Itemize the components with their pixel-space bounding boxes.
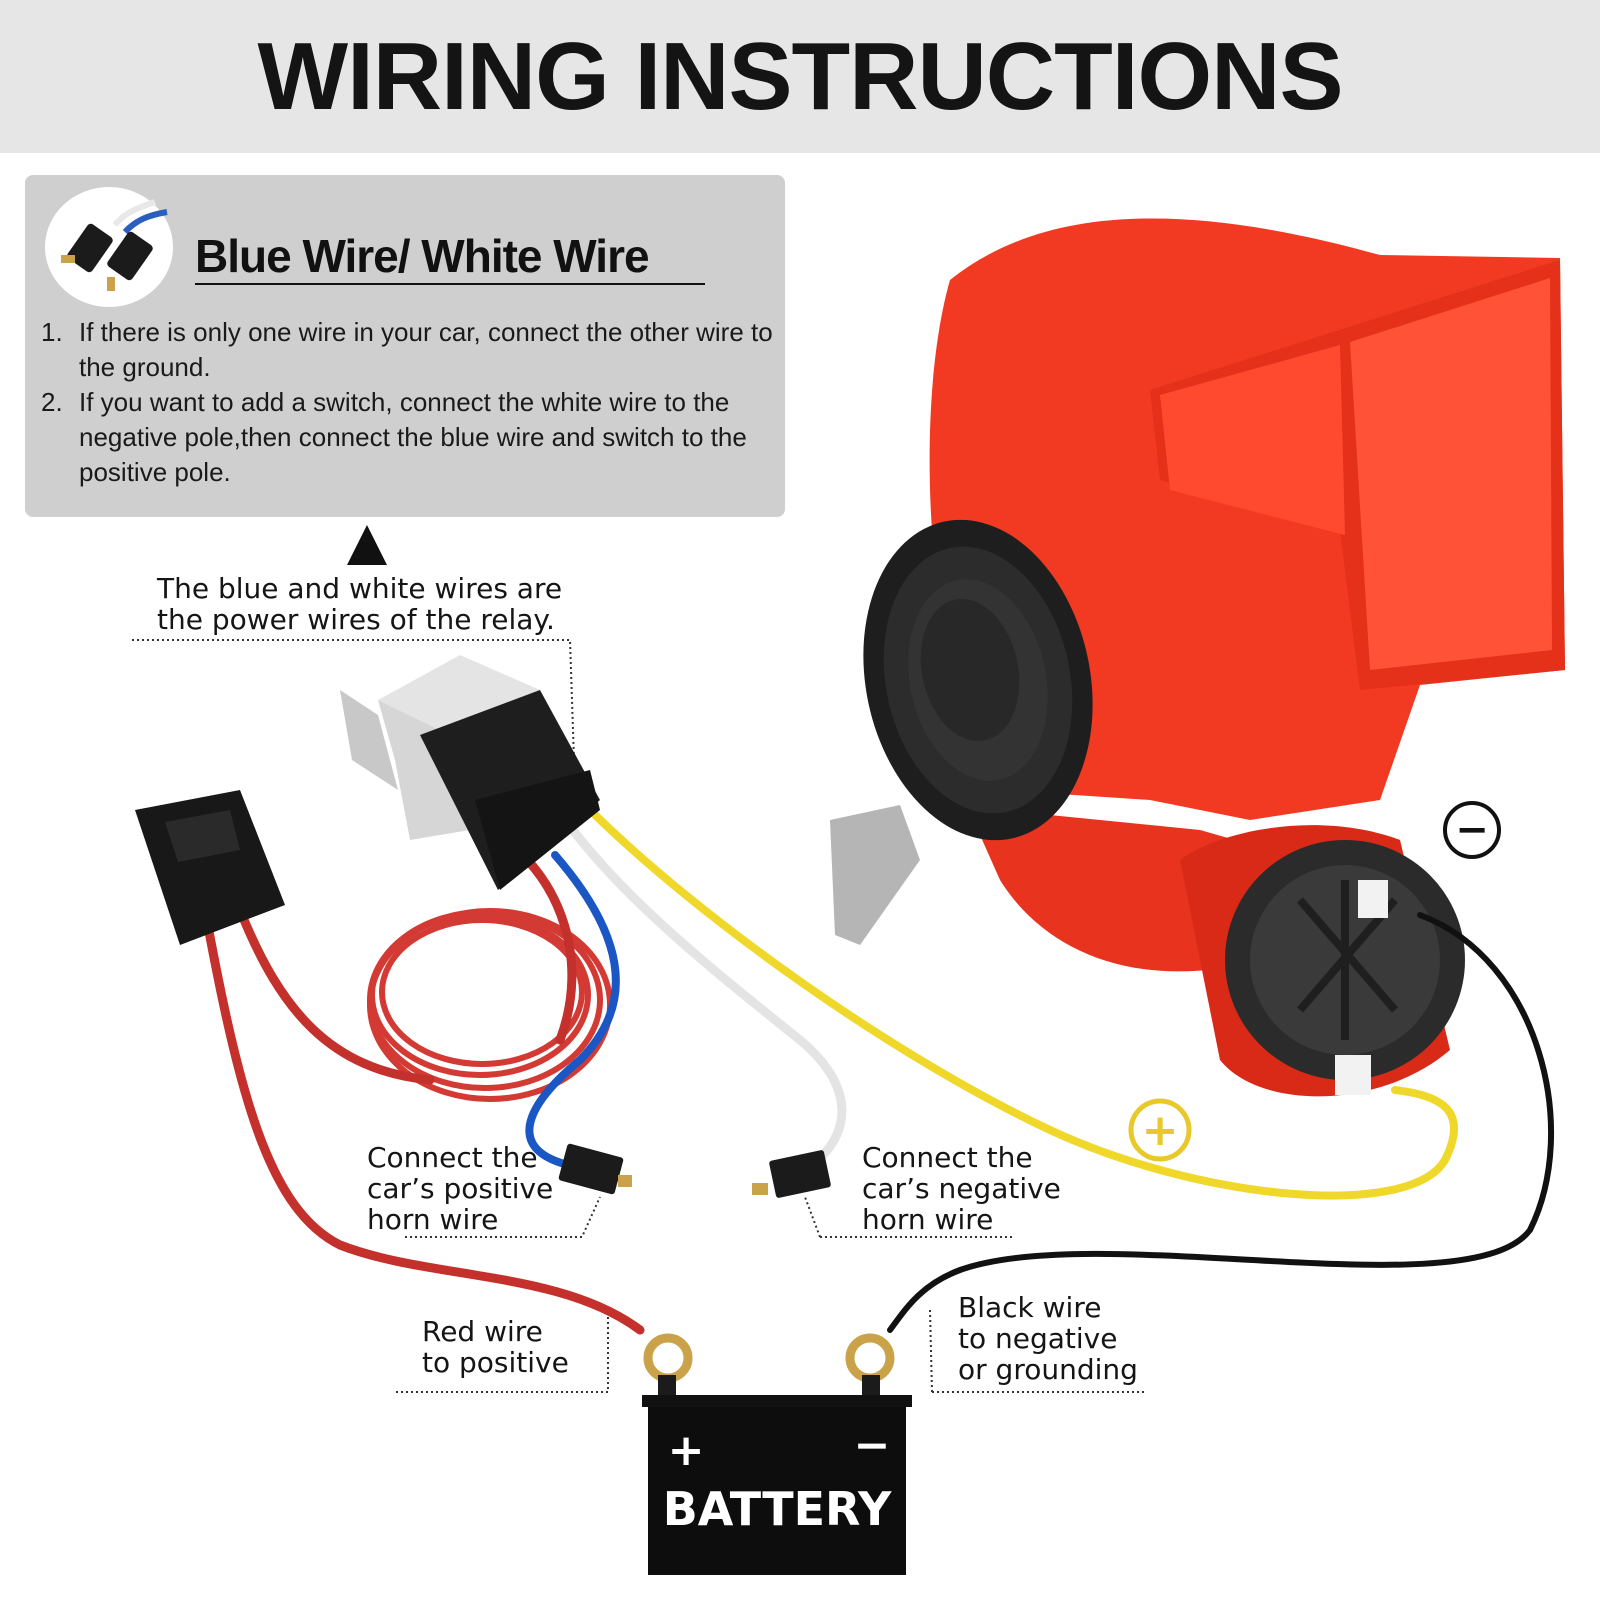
callout-line: horn wire (862, 1203, 994, 1236)
leader-lines (132, 639, 1145, 1393)
battery-plus-symbol: + (668, 1425, 705, 1476)
positive-horn-connector (558, 1143, 624, 1195)
callout-line: horn wire (367, 1203, 499, 1236)
callout-line: Connect the (862, 1141, 1033, 1174)
instruction-number: 2. (41, 387, 63, 417)
positive-terminal-icon: + (1128, 1098, 1192, 1162)
callout-red-wire: Red wire to positive (422, 1316, 569, 1378)
red-wire-switch-to-battery (200, 905, 645, 1335)
instruction-item: 1. If there is only one wire in your car… (41, 315, 779, 385)
info-heading: Blue Wire/ White Wire (195, 230, 650, 282)
callout-line: Red wire (422, 1315, 543, 1348)
callout-line: to positive (422, 1346, 569, 1379)
instruction-item: 2. If you want to add a switch, connect … (41, 385, 779, 490)
ring-terminal-negative-icon (845, 1333, 895, 1395)
heading-underline (195, 283, 705, 285)
instruction-text: If you want to add a switch, connect the… (79, 387, 747, 487)
callout-line: car’s negative (862, 1172, 1061, 1205)
relay (340, 655, 600, 890)
callout-line: Black wire (958, 1291, 1102, 1324)
rocker-switch (135, 790, 285, 945)
title-bar: WIRING INSTRUCTIONS (0, 0, 1600, 153)
info-box: Blue Wire/ White Wire 1. If there is onl… (25, 175, 785, 517)
callout-line: or grounding (958, 1353, 1138, 1386)
pointer-triangle-icon (347, 525, 387, 565)
red-wire-coil (367, 908, 613, 1102)
callout-black-wire: Black wire to negative or grounding (958, 1292, 1138, 1385)
black-wire (887, 912, 1555, 1333)
red-wire-switch-to-coil (235, 905, 435, 1085)
wires (200, 785, 1555, 1335)
instruction-number: 1. (41, 317, 63, 347)
callout-line: The blue and white wires are (157, 572, 563, 605)
battery-label: BATTERY (662, 1482, 892, 1536)
blue-wire (525, 851, 620, 1169)
negative-terminal-icon: − (1443, 801, 1501, 859)
callout-negative-horn: Connect the car’s negative horn wire (862, 1142, 1061, 1235)
ring-terminal-positive-icon (643, 1333, 693, 1395)
page-title: WIRING INSTRUCTIONS (257, 22, 1344, 130)
instruction-text: If there is only one wire in your car, c… (79, 317, 773, 382)
callout-line: car’s positive (367, 1172, 554, 1205)
battery-icon: + − (642, 1395, 912, 1575)
air-horn (830, 218, 1565, 1097)
callout-line: the power wires of the relay. (157, 603, 555, 636)
connector-plug-icon (45, 187, 173, 307)
callout-relay-power: The blue and white wires are the power w… (157, 573, 562, 635)
positive-symbol: + (1142, 1105, 1179, 1156)
yellow-wire (581, 801, 1459, 1200)
instruction-list: 1. If there is only one wire in your car… (41, 315, 779, 490)
callout-line: Connect the (367, 1141, 538, 1174)
negative-horn-connector (769, 1150, 831, 1198)
callout-line: to negative (958, 1322, 1118, 1355)
white-wire (540, 785, 847, 1175)
callout-positive-horn: Connect the car’s positive horn wire (367, 1142, 553, 1235)
negative-symbol: − (1455, 807, 1489, 853)
battery-minus-symbol: − (854, 1420, 891, 1471)
